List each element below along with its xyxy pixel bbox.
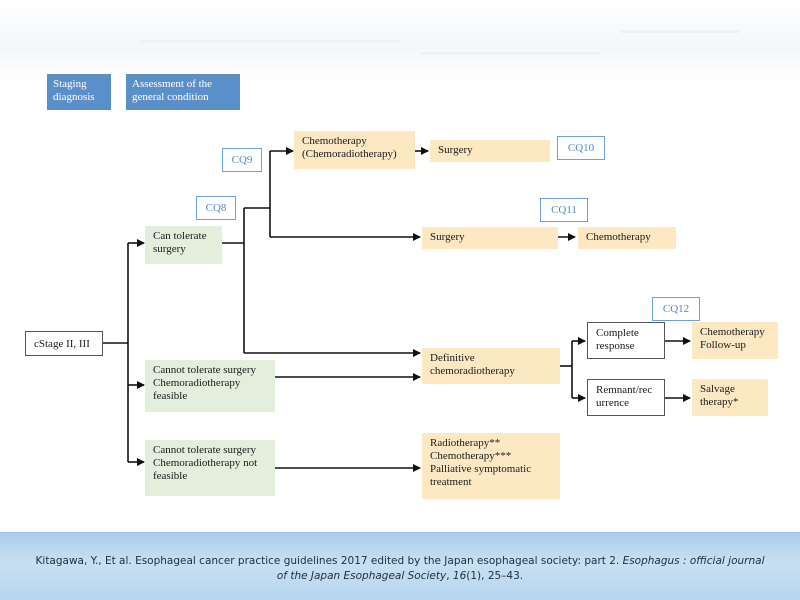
surgery-top-node: Surgery <box>430 140 550 162</box>
cannot-tolerate-chemo-feasible-node: Cannot tolerate surgery Chemoradiotherap… <box>145 360 275 412</box>
citation-journal: Esophagus : official journal of the Japa… <box>276 555 765 582</box>
citation-separator: , <box>446 570 453 582</box>
chemotherapy-mid-node: Chemotherapy <box>578 227 676 249</box>
complete-response-node: Complete response <box>587 322 665 359</box>
cq8-label: CQ8 <box>196 196 236 220</box>
assessment-general-condition-tab: Assessment of the general condition <box>126 74 240 110</box>
citation-issue-pages: (1), 25–43. <box>466 570 524 582</box>
cq11-label: CQ11 <box>540 198 588 222</box>
banner-decoration <box>140 40 400 43</box>
can-tolerate-surgery-node: Can tolerate surgery <box>145 226 222 264</box>
salvage-therapy-node: Salvage therapy* <box>692 379 768 416</box>
cq9-label: CQ9 <box>222 148 262 172</box>
surgery-mid-node: Surgery <box>422 227 558 249</box>
citation-text: Kitagawa, Y., Et al. Esophageal cancer p… <box>35 555 623 567</box>
chemotherapy-follow-up-node: Chemotherapy Follow-up <box>692 322 778 359</box>
citation-footer: Kitagawa, Y., Et al. Esophageal cancer p… <box>0 532 800 600</box>
cq12-label: CQ12 <box>652 297 700 321</box>
cq10-label: CQ10 <box>557 136 605 160</box>
definitive-chemoradiotherapy-node: Definitive chemoradiotherapy <box>422 348 560 384</box>
radiotherapy-options-node: Radiotherapy** Chemotherapy*** Palliativ… <box>422 433 560 499</box>
chemotherapy-chemoradiotherapy-node: Chemotherapy (Chemoradiotherapy) <box>294 131 415 169</box>
banner-decoration <box>420 52 600 55</box>
cstage-node: cStage II, III <box>25 331 103 356</box>
staging-diagnosis-tab: Staging diagnosis <box>47 74 111 110</box>
cannot-tolerate-chemo-not-feasible-node: Cannot tolerate surgery Chemoradiotherap… <box>145 440 275 496</box>
top-banner <box>0 0 800 80</box>
banner-decoration <box>620 30 740 33</box>
remnant-recurrence-node: Remnant/rec urrence <box>587 379 665 416</box>
citation-volume: 16 <box>452 570 467 582</box>
